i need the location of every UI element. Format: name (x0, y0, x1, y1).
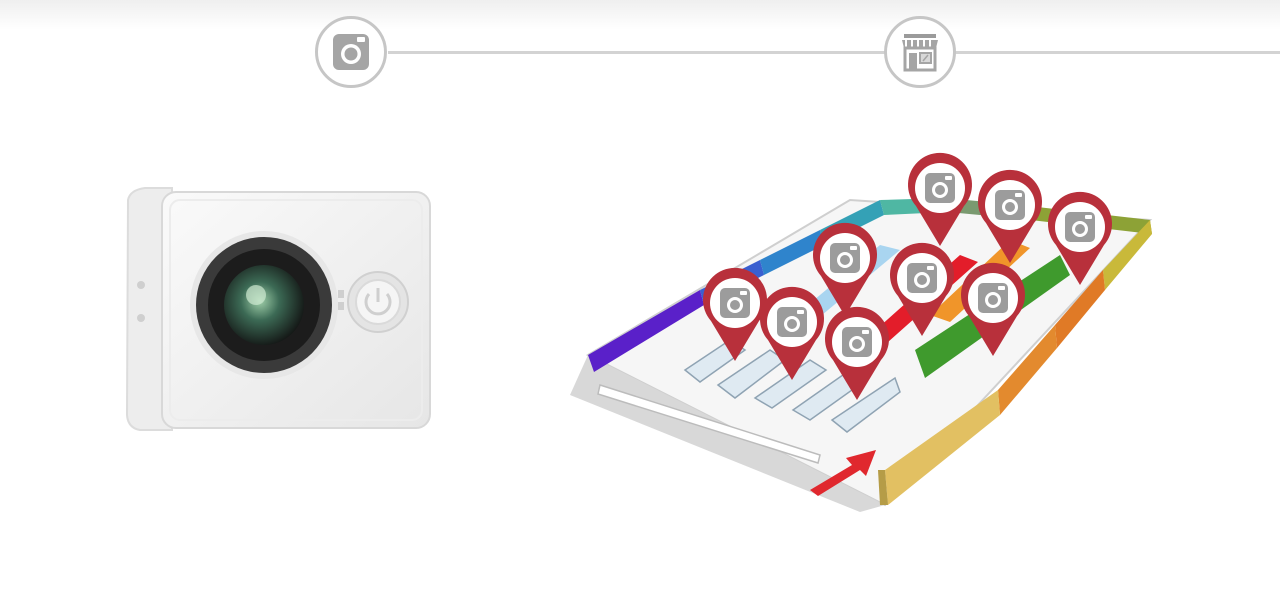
map-pin-7 (759, 286, 824, 380)
camera-icon (978, 283, 1008, 313)
step-camera-button[interactable] (315, 16, 387, 88)
camera-icon (995, 190, 1025, 220)
map-pin-3 (1047, 191, 1112, 285)
camera-icon (842, 327, 872, 357)
map-pin-9 (824, 306, 889, 400)
entrance-arrow-icon (810, 450, 876, 496)
camera-icon (907, 263, 937, 293)
top-gradient-bar (0, 0, 1280, 30)
step-store-button[interactable] (884, 16, 956, 88)
camera-icon (1065, 212, 1095, 242)
camera-icon (925, 173, 955, 203)
progress-timeline (388, 51, 1280, 54)
camera-icon (720, 288, 750, 318)
map-pin-5 (889, 242, 954, 336)
map-pin-4 (812, 222, 877, 316)
map-pin-8 (960, 262, 1025, 356)
map-pin-1 (908, 152, 972, 246)
map-pin-6 (703, 267, 767, 361)
camera-icon (830, 243, 860, 273)
store-icon (902, 34, 938, 72)
map-pin-2 (977, 169, 1042, 263)
camera-icon (777, 307, 807, 337)
camera-icon (333, 34, 369, 70)
